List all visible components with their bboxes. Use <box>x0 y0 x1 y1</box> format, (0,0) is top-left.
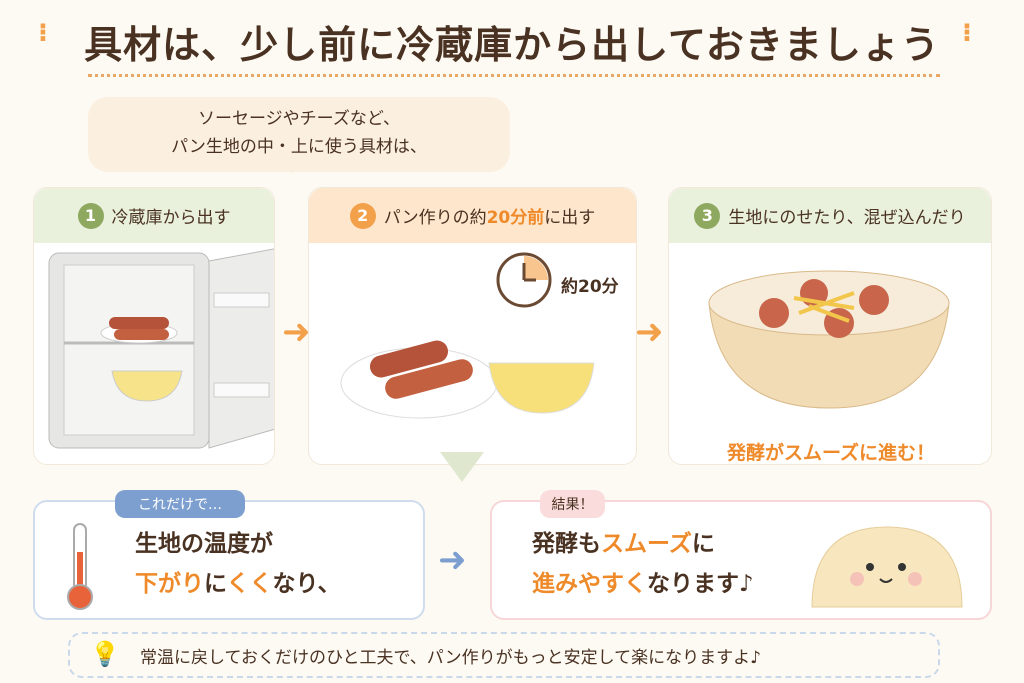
lightbulb-icon: 💡 <box>90 640 120 668</box>
clock-icon <box>496 252 552 308</box>
result-text: 発酵もスムーズに 進みやすくなります♪ <box>532 531 754 597</box>
sparkle-right-icon: ⁝ <box>962 18 972 48</box>
step-2-card: 2 パン作りの約20分前に出す 約20分 <box>308 187 637 465</box>
step-number: 1 <box>77 202 104 229</box>
intro-bubble: ソーセージやチーズなど、 パン生地の中・上に使う具材は、 <box>88 97 510 174</box>
dough-bowl-illustration <box>708 270 950 409</box>
arrow-right-icon: ➜ <box>438 540 467 580</box>
footer-tip: 💡 常温に戻しておくだけのひと工夫で、パン作りがもっと安定して楽になりますよ♪ <box>68 632 940 678</box>
step-3-header: 3 生地にのせたり、混ぜ込んだり <box>669 188 991 243</box>
step-3-card: 3 生地にのせたり、混ぜ込んだり 発酵がスムーズに進む！ <box>668 187 992 465</box>
effect-box: 生地の温度が 下がりにくくなり、 <box>33 500 425 620</box>
step-1-card: 1 冷蔵庫から出す <box>33 187 280 465</box>
intro-line-1: ソーセージやチーズなど、 <box>198 109 400 129</box>
intro-line-2: パン生地の中・上に使う具材は、 <box>171 137 427 157</box>
step-2-header: 2 パン作りの約20分前に出す <box>309 188 636 243</box>
fridge-illustration <box>48 247 280 449</box>
arrow-down-icon <box>440 452 484 482</box>
arrow-right-icon: ➜ <box>635 312 664 352</box>
result-box: 発酵もスムーズに 進みやすくなります♪ <box>490 500 992 620</box>
step-label: 生地にのせたり、混ぜ込んだり <box>728 208 966 228</box>
step-1-header: 1 冷蔵庫から出す <box>34 188 274 243</box>
step-label: パン作りの約20分前に出す <box>383 208 596 228</box>
footer-text: 常温に戻しておくだけのひと工夫で、パン作りがもっと安定して楽になりますよ♪ <box>140 647 761 668</box>
smiling-dough-icon <box>811 526 963 608</box>
step-label: 冷蔵庫から出す <box>111 208 231 228</box>
step-3-caption: 発酵がスムーズに進む！ <box>726 442 936 464</box>
clock-label: 約20分 <box>561 277 619 297</box>
page-title: 具材は、少し前に冷蔵庫から出しておきましょう <box>84 23 940 67</box>
result-tag: 結果！ <box>540 490 605 518</box>
step-number: 3 <box>694 202 721 229</box>
arrow-right-icon: ➜ <box>282 312 311 352</box>
thermometer-icon <box>67 523 93 610</box>
sparkle-left-icon: ⁝ <box>38 18 48 48</box>
step-number: 2 <box>349 202 376 229</box>
divider <box>88 74 940 77</box>
sausage-cheese-illustration <box>340 340 595 419</box>
effect-tag: これだけで… <box>115 490 245 518</box>
effect-text: 生地の温度が 下がりにくくなり、 <box>135 531 341 597</box>
